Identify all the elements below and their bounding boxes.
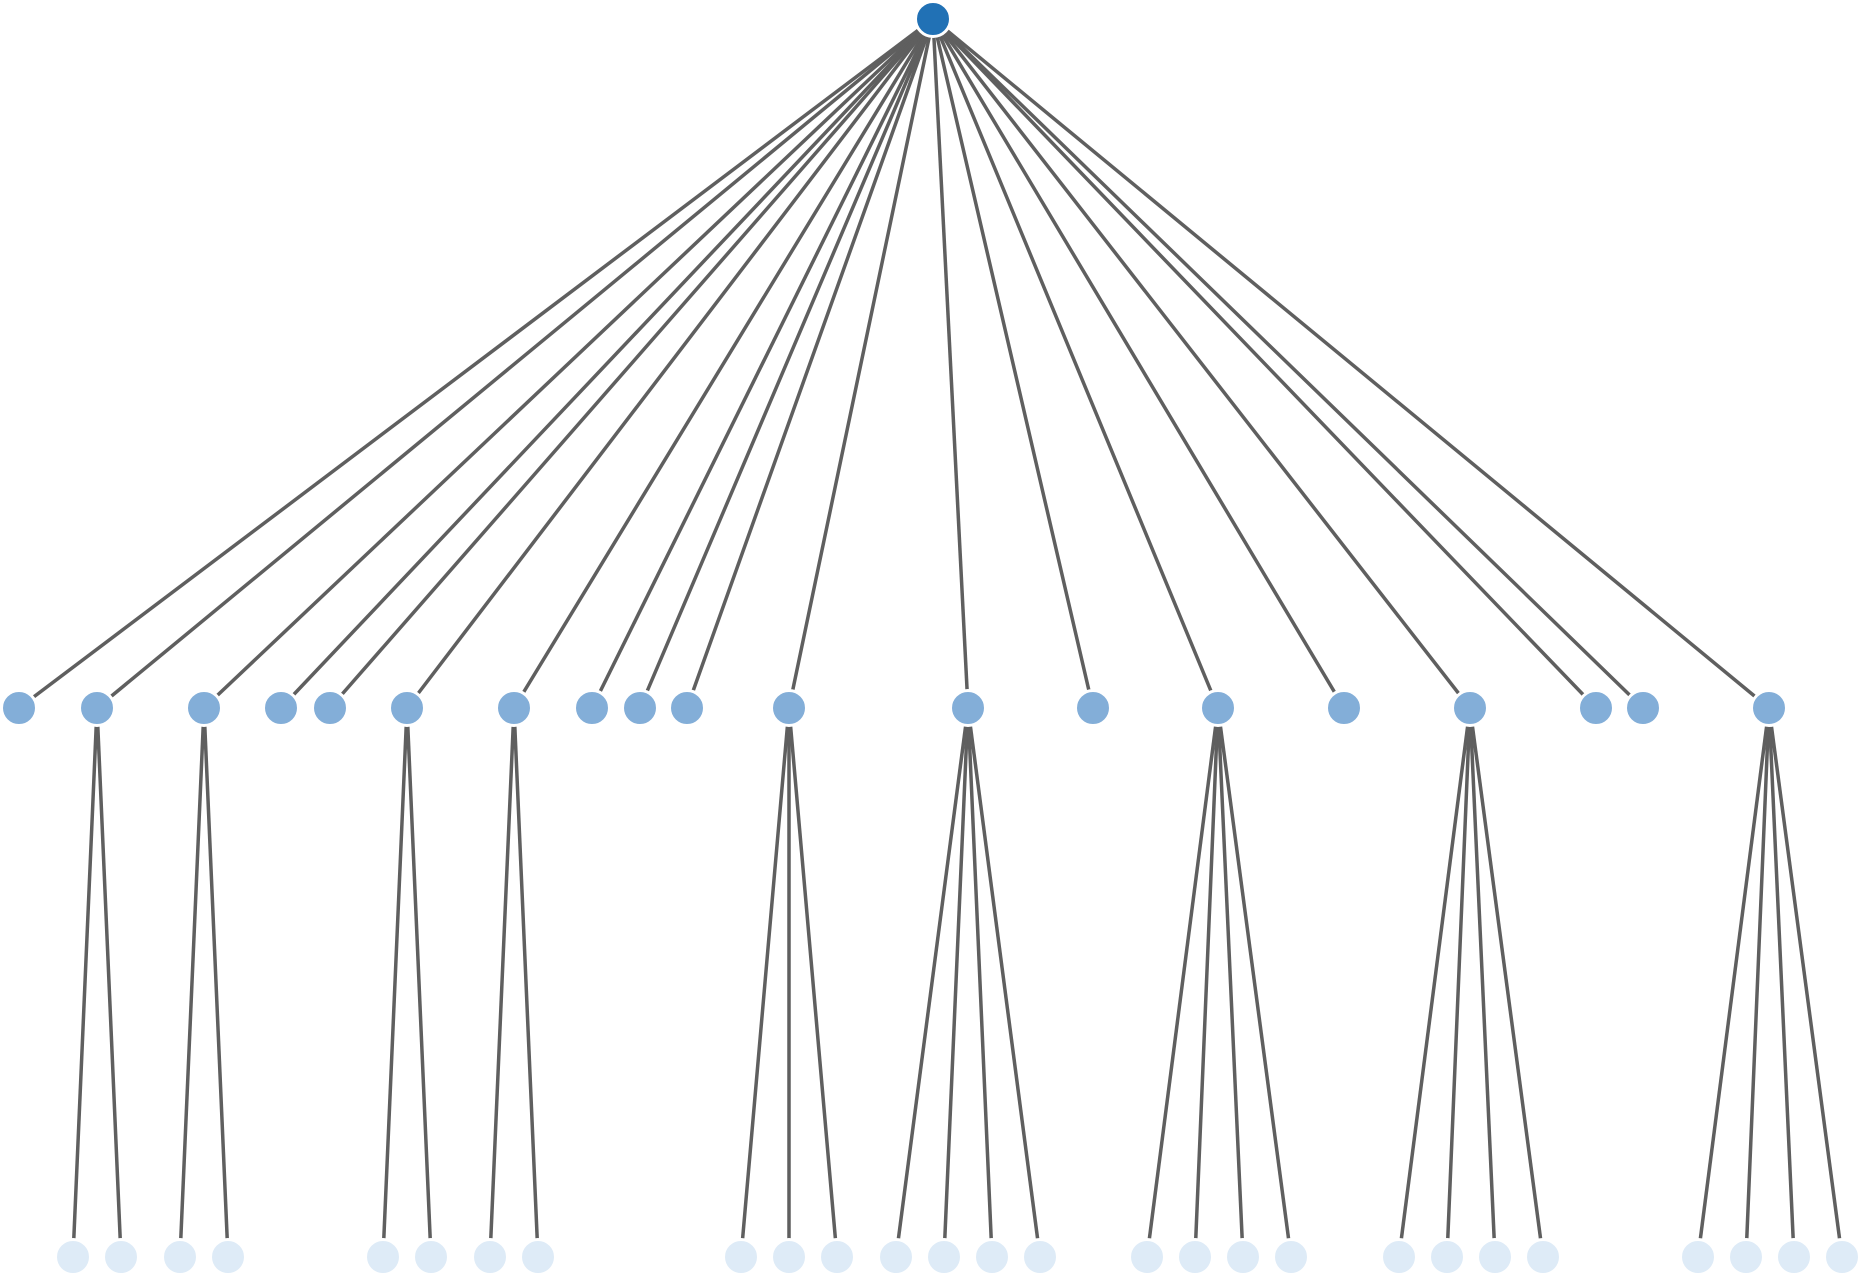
child-to-leaf-edge [1468,707,1497,1258]
root-to-child-edge [931,17,1472,710]
root-to-child-edge [202,17,935,710]
child-node [621,689,659,727]
root-to-child-edge [931,17,1598,710]
child-to-leaf-edge [739,707,791,1258]
child-to-leaf-edge [1216,707,1293,1258]
root-to-child-edge [931,18,1095,709]
child-node [668,689,706,727]
child-node [311,689,349,727]
root-to-child-edge [95,17,935,710]
child-node [0,689,38,727]
leaf-node [925,1238,963,1276]
leaf-node [161,1238,199,1276]
leaf-node [364,1238,402,1276]
child-node [1199,689,1237,727]
child-node [185,689,223,727]
leaf-node [1727,1238,1765,1276]
root-to-child-edge [328,17,935,710]
child-node [78,689,116,727]
child-node [1074,689,1112,727]
root-to-child-edge [279,17,935,710]
leaf-node [722,1238,760,1276]
child-node [1624,689,1662,727]
child-to-leaf-edge [488,707,516,1258]
child-to-leaf-edge [1216,707,1245,1258]
leaf-node [1176,1238,1214,1276]
leaf-node [973,1238,1011,1276]
root-to-child-edge [17,17,935,710]
child-to-leaf-edge [512,707,540,1258]
child-to-leaf-edge [894,707,970,1258]
child-node [770,689,808,727]
root-to-child-edge [931,17,1771,710]
leaf-node [1823,1238,1861,1276]
child-to-leaf-edge [1445,707,1472,1258]
child-node [1325,689,1363,727]
leaf-node [1428,1238,1466,1276]
root-to-child-edge [590,18,935,709]
leaf-node [818,1238,856,1276]
root-node [914,0,952,38]
leaf-node [1775,1238,1813,1276]
root-to-child-edge [512,18,935,709]
leaf-node [102,1238,140,1276]
leaf-node [1128,1238,1166,1276]
leaf-node [1272,1238,1310,1276]
leaf-node [471,1238,509,1276]
child-to-leaf-edge [966,707,994,1258]
root-to-child-edge [931,18,1346,709]
root-to-child-edge [931,17,1645,710]
leaf-node [770,1238,808,1276]
leaf-node [54,1238,92,1276]
root-to-child-edge [685,18,935,709]
child-to-leaf-edge [1193,707,1220,1258]
leaf-node [1524,1238,1562,1276]
root-to-child-edge [787,18,935,709]
child-to-leaf-edge [95,707,123,1258]
root-to-child-edge [931,18,970,709]
root-to-child-edge [405,17,935,710]
child-to-leaf-edge [202,707,230,1258]
child-to-leaf-edge [71,707,99,1258]
child-node [949,689,987,727]
child-to-leaf-edge [1468,707,1545,1258]
child-to-leaf-edge [405,707,433,1258]
leaf-node [1476,1238,1514,1276]
child-node [1451,689,1489,727]
leaf-node [1021,1238,1059,1276]
child-to-leaf-edge [787,707,839,1258]
child-node [262,689,300,727]
leaf-node [1679,1238,1717,1276]
child-to-leaf-edge [1696,707,1771,1258]
child-to-leaf-edge [1767,707,1844,1258]
child-to-leaf-edge [1145,707,1220,1258]
leaf-node [1224,1238,1262,1276]
root-to-child-edge [638,18,935,709]
edges-layer [17,17,1844,1258]
child-to-leaf-edge [942,707,970,1258]
child-node [573,689,611,727]
child-to-leaf-edge [966,707,1042,1258]
child-node [1750,689,1788,727]
child-to-leaf-edge [1767,707,1796,1258]
child-to-leaf-edge [1397,707,1472,1258]
leaf-node [519,1238,557,1276]
child-to-leaf-edge [381,707,409,1258]
child-to-leaf-edge [178,707,206,1258]
leaf-node [209,1238,247,1276]
child-node [388,689,426,727]
root-to-child-edge [931,18,1220,709]
child-node [495,689,533,727]
leaf-node [877,1238,915,1276]
leaf-node [1380,1238,1418,1276]
child-to-leaf-edge [1744,707,1771,1258]
leaf-node [412,1238,450,1276]
child-node [1577,689,1615,727]
